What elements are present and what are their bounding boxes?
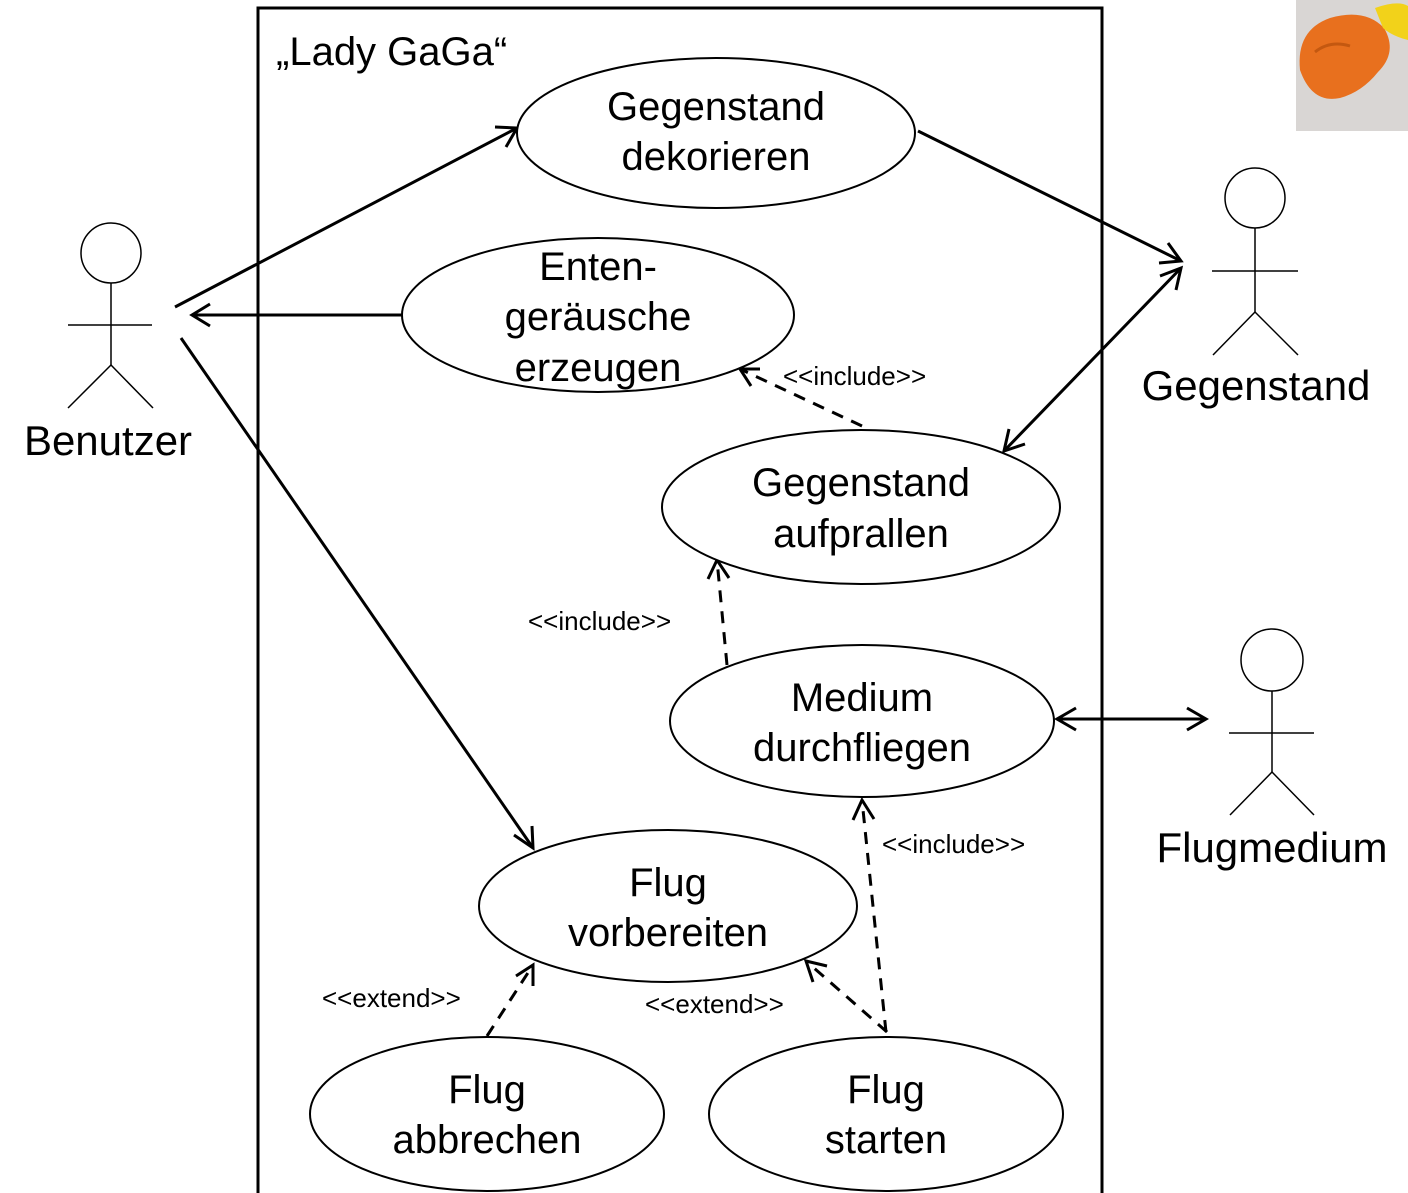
stereotype-include-1: <<include>>: [783, 361, 926, 391]
usecase-label-line: durchfliegen: [753, 726, 971, 770]
association-aufprallen-gegenstand: [1001, 265, 1184, 454]
stereotype-include-3: <<include>>: [882, 829, 1025, 859]
usecase-flug-vorbereiten[interactable]: Flug vorbereiten: [478, 829, 858, 983]
stereotype-extend-1: <<extend>>: [322, 983, 461, 1013]
usecase-medium-durchfliegen[interactable]: Medium durchfliegen: [669, 644, 1055, 798]
usecase-label-line: starten: [825, 1118, 947, 1162]
actor-label-flugmedium: Flugmedium: [1156, 824, 1387, 871]
actor-flugmedium: [1229, 628, 1315, 816]
association-entengeraeusche-benutzer: [189, 302, 402, 328]
usecase-label-line: aufprallen: [773, 512, 949, 556]
usecase-label-line: geräusche: [505, 295, 692, 339]
usecase-flug-abbrechen[interactable]: Flug abbrechen: [309, 1036, 665, 1192]
extend-abbrechen-vorbereiten: [485, 962, 535, 1037]
usecase-label-line: Enten-: [539, 245, 657, 289]
usecase-label-line: Flug: [629, 861, 707, 905]
actor-label-gegenstand: Gegenstand: [1142, 362, 1371, 409]
actor-gegenstand: [1212, 167, 1299, 356]
usecase-gegenstand-dekorieren[interactable]: Gegenstand dekorieren: [516, 57, 916, 209]
association-benutzer-vorbereiten: [179, 337, 535, 851]
usecase-gegenstand-aufprallen[interactable]: Gegenstand aufprallen: [661, 429, 1061, 585]
usecase-entengeraeusche-erzeugen[interactable]: Enten- geräusche erzeugen: [401, 237, 795, 393]
extend-starten-vorbereiten: [803, 958, 888, 1034]
association-durchfliegen-flugmedium: [1054, 706, 1209, 732]
usecase-flug-starten[interactable]: Flug starten: [708, 1036, 1064, 1192]
usecase-label-line: Medium: [791, 676, 933, 720]
stereotype-include-2: <<include>>: [528, 606, 671, 636]
include-starten-durchfliegen: [851, 796, 888, 1033]
usecase-label-line: erzeugen: [515, 346, 682, 390]
association-dekorieren-gegenstand: [917, 129, 1184, 265]
actor-label-benutzer: Benutzer: [24, 417, 192, 464]
usecase-label-line: dekorieren: [621, 135, 810, 179]
stereotype-extend-2: <<extend>>: [645, 989, 784, 1019]
duck-photo-thumbnail: [1296, 0, 1408, 131]
usecase-label-line: Flug: [448, 1068, 526, 1112]
usecase-label-line: Gegenstand: [607, 85, 825, 129]
system-title: „Lady GaGa“: [276, 30, 507, 74]
system-boundary: [256, 6, 1104, 1193]
usecase-label-line: abbrechen: [392, 1118, 581, 1162]
actor-benutzer: [67, 222, 154, 409]
usecase-label-line: vorbereiten: [568, 911, 768, 955]
usecase-label-line: Flug: [847, 1068, 925, 1112]
usecase-label-line: Gegenstand: [752, 461, 970, 505]
include-durchfliegen-aufprallen: [706, 556, 731, 666]
